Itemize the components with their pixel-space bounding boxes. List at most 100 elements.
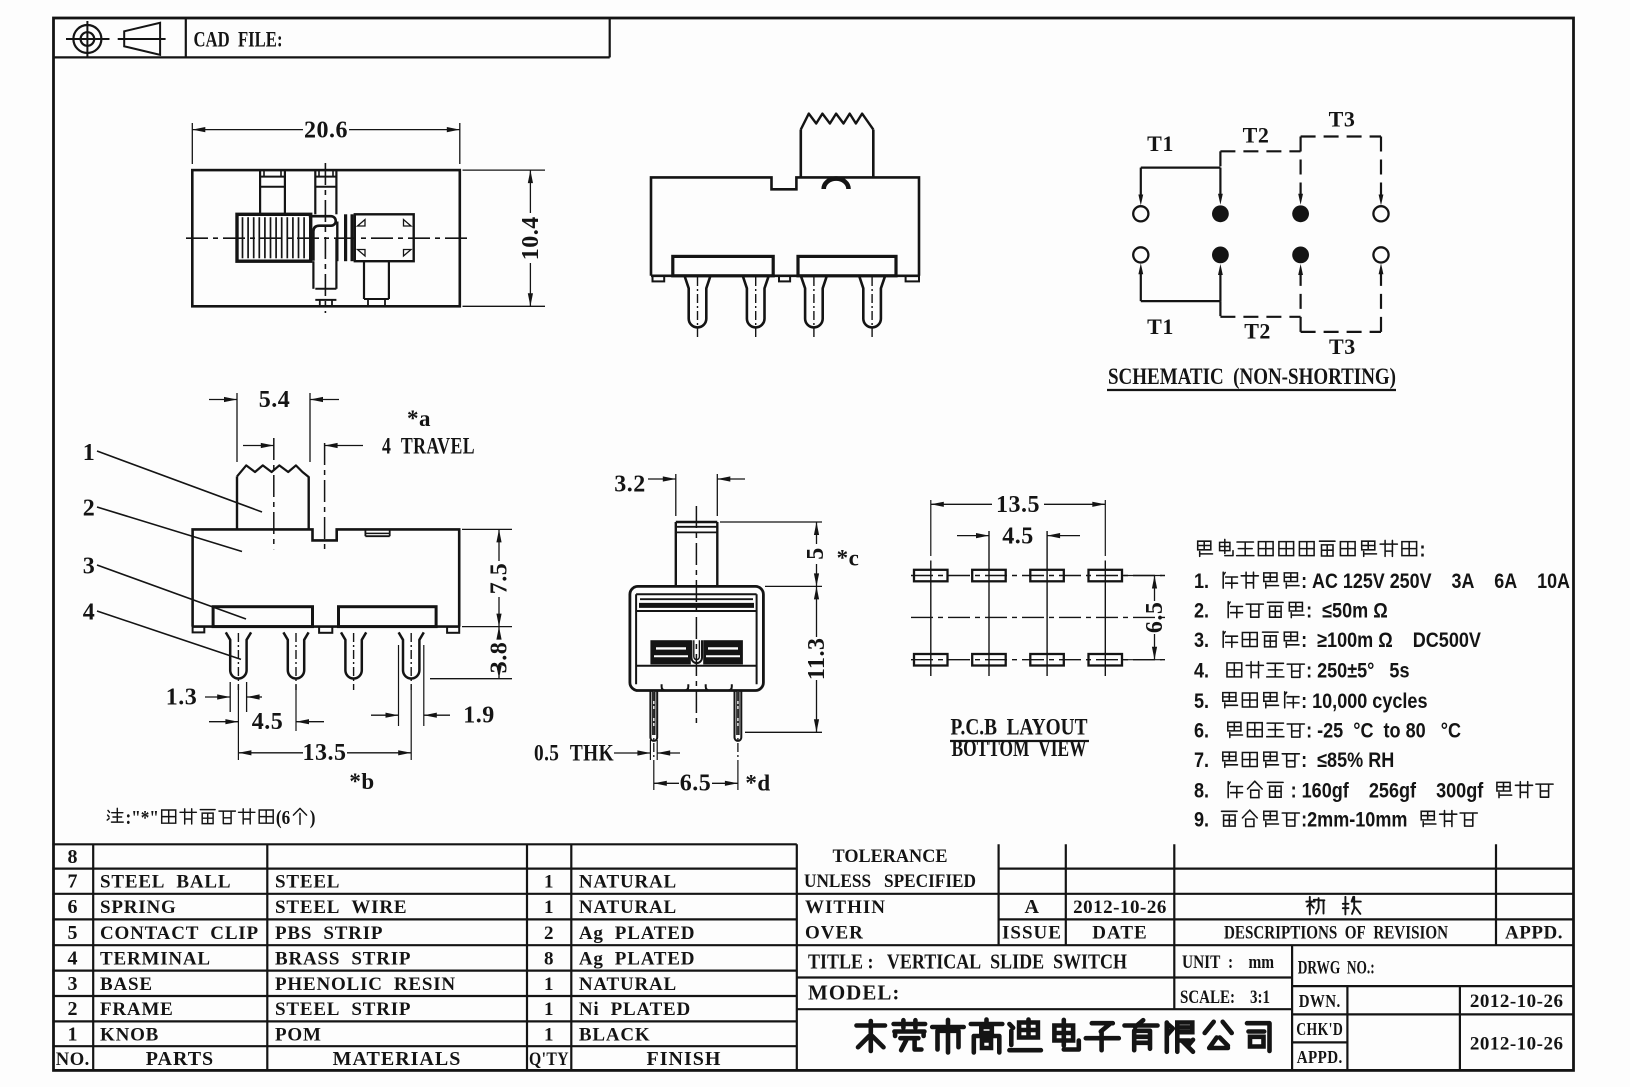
svg-text:1: 1 xyxy=(544,897,554,918)
svg-text:1: 1 xyxy=(544,999,554,1020)
svg-text:4.5: 4.5 xyxy=(252,709,284,735)
svg-text:7: 7 xyxy=(68,871,79,893)
svg-text:(6: (6 xyxy=(276,807,290,829)
svg-text::"*": :"*" xyxy=(126,807,159,829)
svg-text:UNIT : mm: UNIT : mm xyxy=(1182,952,1274,973)
svg-text:4.: 4. xyxy=(1194,660,1224,683)
svg-text:9.: 9. xyxy=(1194,809,1219,832)
svg-text:PARTS: PARTS xyxy=(146,1048,214,1070)
svg-text:0.5 THK: 0.5 THK xyxy=(534,741,614,766)
svg-text:20.6: 20.6 xyxy=(304,118,348,144)
svg-text:4.5: 4.5 xyxy=(1002,524,1034,550)
svg-text:8.: 8. xyxy=(1194,780,1224,803)
svg-text:Ω: Ω xyxy=(1373,600,1388,623)
svg-text:PHENOLIC RESIN: PHENOLIC RESIN xyxy=(275,974,456,995)
svg-text:DATE: DATE xyxy=(1092,923,1147,944)
svg-text:2012-10-26: 2012-10-26 xyxy=(1470,991,1564,1012)
svg-text:DWN.: DWN. xyxy=(1299,991,1341,1011)
svg-text:3.2: 3.2 xyxy=(614,472,646,498)
svg-text:TERMINAL: TERMINAL xyxy=(100,948,211,969)
svg-text:FRAME: FRAME xyxy=(100,999,174,1020)
svg-text:13.5: 13.5 xyxy=(996,492,1040,518)
svg-text:T2: T2 xyxy=(1244,319,1271,344)
svg-text:NATURAL: NATURAL xyxy=(579,872,677,893)
svg-text:): ) xyxy=(310,807,316,829)
svg-text:4: 4 xyxy=(68,947,79,969)
svg-text:STEEL: STEEL xyxy=(275,872,340,893)
svg-text:Ω DC500V: Ω DC500V xyxy=(1378,629,1481,652)
svg-text:A: A xyxy=(1025,896,1040,918)
svg-text:6: 6 xyxy=(68,896,79,918)
svg-text:FINISH: FINISH xyxy=(647,1048,722,1070)
svg-text:KNOB: KNOB xyxy=(100,1024,159,1045)
svg-text:Ni PLATED: Ni PLATED xyxy=(579,999,691,1020)
svg-text:: -25 °C to 80 °C: : -25 °C to 80 °C xyxy=(1306,720,1461,743)
svg-text:1.3: 1.3 xyxy=(166,685,198,711)
svg-text:1: 1 xyxy=(544,872,554,893)
svg-text:7.5: 7.5 xyxy=(487,563,513,595)
svg-text:BOTTOM VIEW: BOTTOM VIEW xyxy=(952,736,1087,761)
svg-text:Q'TY: Q'TY xyxy=(529,1049,569,1070)
svg-text:6.5: 6.5 xyxy=(680,771,712,797)
svg-text:6.: 6. xyxy=(1194,720,1224,743)
svg-text:STEEL STRIP: STEEL STRIP xyxy=(275,999,411,1020)
svg-text:SCHEMATIC (NON-SHORTING): SCHEMATIC (NON-SHORTING) xyxy=(1108,364,1396,389)
svg-text:1: 1 xyxy=(544,1024,554,1045)
svg-text:STEEL WIRE: STEEL WIRE xyxy=(275,897,407,918)
svg-text:5: 5 xyxy=(68,922,79,944)
svg-text:MODEL:: MODEL: xyxy=(808,981,900,1005)
svg-text:: 250±5° 5s: : 250±5° 5s xyxy=(1306,660,1409,683)
svg-text:DRWG NO.:: DRWG NO.: xyxy=(1298,958,1375,979)
svg-text:BRASS STRIP: BRASS STRIP xyxy=(275,948,411,969)
svg-text:: AC 125V 250V 3A 6A: : AC 125V 250V 3A 6A 10A xyxy=(1301,570,1570,593)
svg-text:MATERIALS: MATERIALS xyxy=(333,1048,462,1070)
svg-text:11.3: 11.3 xyxy=(804,637,830,680)
svg-text:3: 3 xyxy=(83,554,96,580)
svg-text:CAD FILE:: CAD FILE: xyxy=(194,27,283,52)
svg-text:3: 3 xyxy=(68,973,79,995)
svg-text:POM: POM xyxy=(275,1024,322,1045)
svg-text:5.4: 5.4 xyxy=(259,387,291,413)
svg-text:APPD.: APPD. xyxy=(1297,1047,1343,1067)
svg-text:T3: T3 xyxy=(1329,334,1356,359)
svg-text:BASE: BASE xyxy=(100,974,153,995)
svg-text:WITHIN: WITHIN xyxy=(805,897,886,918)
svg-text:2012-10-26: 2012-10-26 xyxy=(1073,897,1167,918)
svg-text:1.9: 1.9 xyxy=(463,703,495,729)
svg-text:OVER: OVER xyxy=(805,923,864,944)
svg-text:: ≤85% RH: : ≤85% RH xyxy=(1301,749,1394,772)
svg-text:: ≥100m: : ≥100m xyxy=(1301,629,1378,652)
svg-text:: 160gf 256gf 300gf: : 160gf 256gf 300gf xyxy=(1286,780,1494,803)
svg-text:T1: T1 xyxy=(1147,314,1174,339)
svg-text:4: 4 xyxy=(83,600,96,626)
svg-text:*b: *b xyxy=(349,769,374,794)
svg-text:SPRING: SPRING xyxy=(100,897,177,918)
svg-text:2: 2 xyxy=(83,496,96,522)
svg-text:2: 2 xyxy=(68,998,79,1020)
svg-text:APPD.: APPD. xyxy=(1505,923,1563,944)
svg-text:T2: T2 xyxy=(1243,123,1270,148)
svg-text:PBS STRIP: PBS STRIP xyxy=(275,923,383,944)
svg-text:6.5: 6.5 xyxy=(1142,602,1168,634)
svg-text:UNLESS SPECIFIED: UNLESS SPECIFIED xyxy=(804,871,976,892)
svg-text:5: 5 xyxy=(803,547,829,560)
svg-text::2mm-10mm: :2mm-10mm xyxy=(1301,809,1417,832)
svg-text:13.5: 13.5 xyxy=(303,740,347,766)
svg-text:SCALE: 3:1: SCALE: 3:1 xyxy=(1180,987,1270,1008)
svg-text:TOLERANCE: TOLERANCE xyxy=(833,846,948,867)
svg-text:*c: *c xyxy=(837,546,860,571)
svg-text:1: 1 xyxy=(83,440,96,466)
svg-text:*d: *d xyxy=(745,771,770,796)
svg-text:P.C.B LAYOUT: P.C.B LAYOUT xyxy=(951,715,1088,740)
svg-text:NATURAL: NATURAL xyxy=(579,897,677,918)
svg-text:NATURAL: NATURAL xyxy=(579,974,677,995)
svg-text:T3: T3 xyxy=(1329,107,1356,132)
svg-text:ISSUE: ISSUE xyxy=(1002,923,1062,944)
svg-text:BLACK: BLACK xyxy=(579,1024,651,1045)
svg-text:3.: 3. xyxy=(1194,629,1219,652)
svg-text:1.: 1. xyxy=(1194,570,1219,593)
svg-text:: ≤50m: : ≤50m xyxy=(1306,600,1373,623)
svg-text:8: 8 xyxy=(544,948,554,969)
svg-text:TITLE : VERTICAL SLIDE SWI: TITLE : VERTICAL SLIDE SWITCH xyxy=(808,950,1127,974)
svg-text:3.8: 3.8 xyxy=(487,642,513,674)
